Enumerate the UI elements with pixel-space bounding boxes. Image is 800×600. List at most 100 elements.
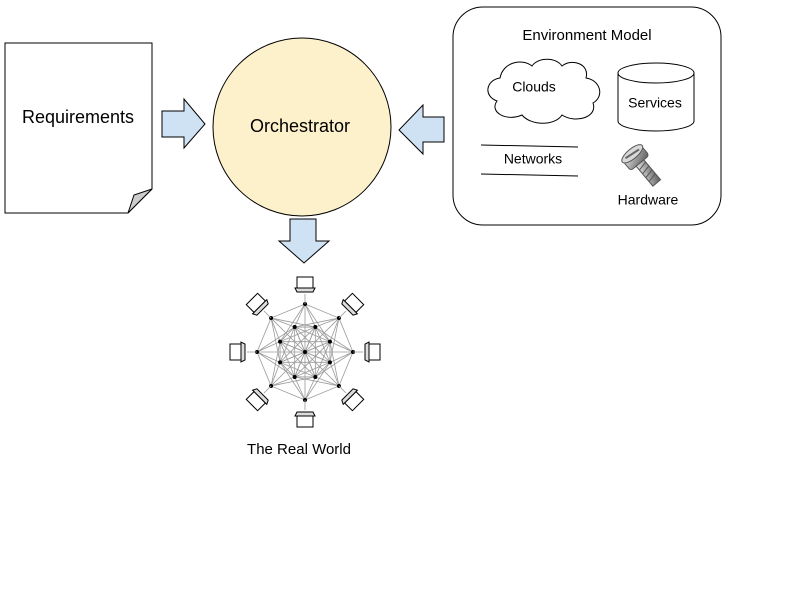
laptop-icon (245, 292, 269, 316)
network-edge (315, 326, 354, 353)
laptop-icon (341, 388, 365, 412)
network-edge (279, 341, 306, 353)
screw-icon (621, 144, 662, 187)
network-node (278, 339, 283, 344)
laptop-icon (294, 276, 316, 293)
laptop-icon (229, 341, 246, 363)
network-edge (304, 376, 316, 401)
network-edge (304, 362, 331, 401)
network-edge (329, 362, 340, 387)
network-node (313, 374, 318, 379)
network-edge (279, 362, 306, 401)
network-edge (270, 341, 281, 387)
mesh-network-icon (247, 294, 363, 410)
arrow-environment-to-orchestrator (398, 103, 445, 156)
network-edge (270, 351, 306, 387)
network-edge (279, 362, 295, 378)
network-edge (270, 317, 281, 342)
network-edge (304, 317, 340, 353)
page-fold (127, 188, 153, 214)
network-edge (315, 317, 340, 328)
network-edge (256, 351, 295, 378)
network-edge (304, 303, 331, 342)
arrow-orchestrator-to-real-world (277, 218, 331, 264)
real-world-network (229, 276, 381, 428)
clouds-label: Clouds (512, 79, 556, 95)
network-edge (270, 376, 316, 387)
network-edge (338, 317, 354, 353)
laptop-ring (229, 276, 381, 428)
network-edge (270, 317, 295, 328)
laptop-icon (364, 341, 381, 363)
network-edge (294, 351, 306, 378)
network-edge (304, 385, 340, 401)
network-edge (270, 317, 316, 328)
network-edge (263, 310, 272, 319)
laptop-icon (294, 411, 316, 428)
network-edge (304, 351, 316, 378)
networks-line-top (480, 144, 579, 148)
network-edge (279, 326, 295, 342)
network-edge (256, 351, 281, 363)
network-node (292, 325, 297, 330)
network-edge (256, 351, 272, 387)
network-edge (338, 310, 347, 319)
network-edge (294, 376, 340, 387)
network-edge (304, 326, 316, 353)
cylinder-database-icon (617, 62, 695, 132)
network-edge (329, 317, 340, 363)
network-edge (263, 385, 272, 394)
network-edge (315, 351, 354, 378)
network-edge (270, 376, 295, 387)
network-edge (315, 326, 331, 342)
real-world-label: The Real World (247, 441, 351, 458)
cloud-icon (487, 58, 601, 124)
network-edge (315, 376, 340, 387)
network-node (278, 360, 283, 365)
network-edge (338, 385, 347, 394)
network-edge (270, 317, 306, 353)
page-document-icon (4, 42, 153, 214)
network-edge (294, 326, 331, 343)
network-edge (270, 362, 281, 387)
network-edge (304, 341, 331, 353)
network-edge (338, 351, 354, 387)
network-edge (304, 303, 340, 319)
network-edge (270, 385, 306, 401)
network-node (327, 360, 332, 365)
network-edge (279, 351, 306, 363)
network-edge (279, 303, 306, 342)
network-edge (270, 303, 306, 319)
requirements-node: Requirements (4, 42, 153, 214)
network-edge (294, 326, 306, 353)
network-edge (329, 317, 340, 342)
network-edge (256, 317, 272, 353)
hardware-label: Hardware (618, 192, 679, 208)
network-node (327, 339, 332, 344)
network-edge (315, 362, 331, 378)
orchestrator-node: Orchestrator (212, 37, 392, 217)
network-edge (294, 317, 340, 328)
networks-label: Networks (504, 151, 562, 167)
network-edge (329, 341, 354, 353)
services-label: Services (628, 95, 682, 111)
environment-model-title: Environment Model (522, 27, 651, 44)
network-edge (256, 326, 295, 353)
environment-model-box: Environment Model Clouds Services Networ… (452, 6, 722, 226)
arrow-requirements-to-orchestrator (161, 97, 206, 150)
orchestrator-circle (212, 37, 392, 217)
requirements-label: Requirements (22, 107, 134, 127)
network-node (292, 374, 297, 379)
network-node (303, 350, 307, 354)
network-node (313, 325, 318, 330)
network-edge (270, 317, 281, 363)
laptop-icon (245, 388, 269, 412)
network-edge (304, 351, 340, 387)
network-edge (294, 326, 331, 363)
orchestrator-label: Orchestrator (250, 116, 350, 136)
networks-line-bottom (480, 173, 579, 177)
network-edge (329, 341, 340, 387)
network-edge (304, 351, 331, 363)
laptop-icon (341, 292, 365, 316)
